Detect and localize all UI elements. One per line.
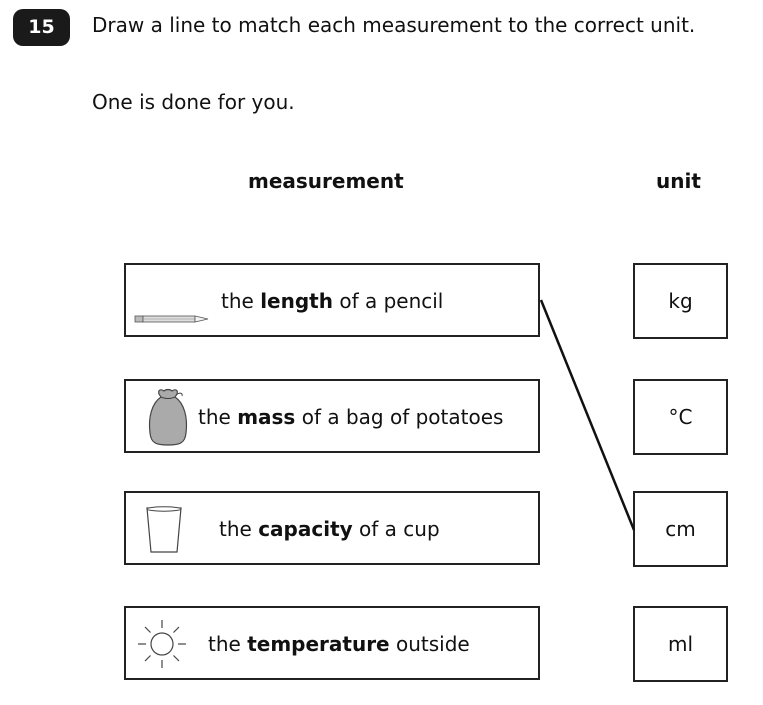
- measurement-text-length: the length of a pencil: [221, 289, 444, 313]
- measurement-box-length[interactable]: the length of a pencil: [124, 263, 540, 337]
- sun-icon: [138, 620, 186, 668]
- cup-icon: [146, 506, 182, 553]
- unit-column-header: unit: [656, 169, 701, 193]
- unit-box-celsius[interactable]: °C: [633, 379, 728, 455]
- instruction-text: Draw a line to match each measurement to…: [92, 13, 696, 37]
- measurement-box-mass[interactable]: the mass of a bag of potatoes: [124, 379, 540, 453]
- measurement-box-capacity[interactable]: the capacity of a cup: [124, 491, 540, 565]
- measurement-text-temperature: the temperature outside: [208, 632, 470, 656]
- unit-box-ml[interactable]: ml: [633, 606, 728, 682]
- measurement-column-header: measurement: [248, 169, 404, 193]
- unit-box-kg[interactable]: kg: [633, 263, 728, 339]
- measurement-box-temperature[interactable]: the temperature outside: [124, 606, 540, 680]
- question-number: 15: [13, 9, 70, 46]
- sub-instruction-text: One is done for you.: [92, 90, 295, 114]
- potato-bag-icon: [148, 388, 188, 446]
- measurement-text-mass: the mass of a bag of potatoes: [198, 405, 504, 429]
- measurement-text-capacity: the capacity of a cup: [219, 517, 440, 541]
- pencil-icon: [134, 315, 209, 323]
